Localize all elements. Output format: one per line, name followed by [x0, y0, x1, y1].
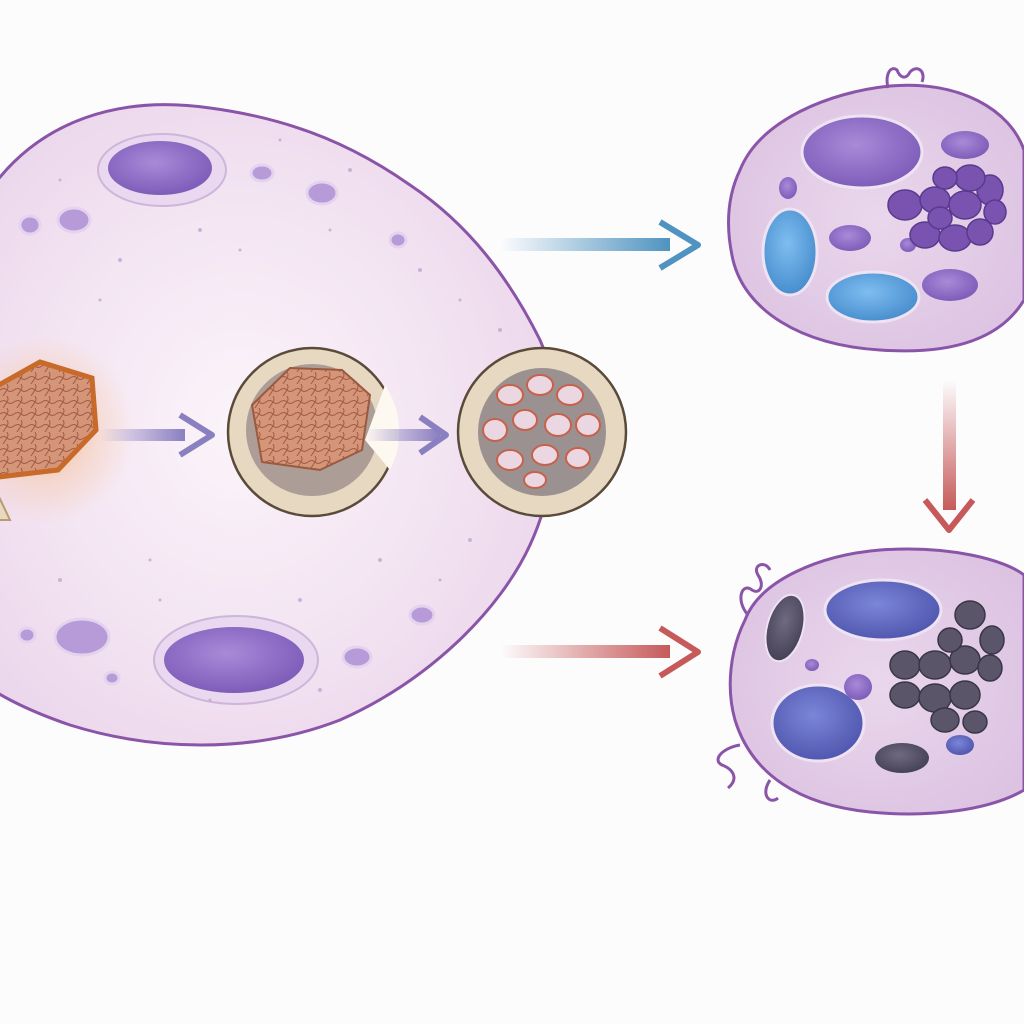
arrow-phagosome-to-phagolysosome [365, 414, 449, 456]
arrow-particle-to-phagosome [100, 412, 215, 458]
arrow-to-lower-cell [500, 625, 701, 679]
nucleus-lower [153, 615, 319, 705]
tissue-fragment-icon [0, 359, 99, 480]
arrow-upper-to-lower-cell [922, 380, 976, 533]
particle-engulfment [0, 335, 135, 525]
phagolysosome-icon [482, 374, 601, 489]
phagolysosome [456, 346, 628, 518]
arrow-to-upper-cell [500, 219, 701, 271]
lower-outcome-cell [716, 547, 1024, 816]
granule-cluster-upper [887, 164, 1007, 252]
granule-cluster-lower [889, 600, 1005, 734]
phagosome [226, 346, 400, 518]
cytoplasm-granules [58, 138, 502, 702]
small-vesicles [17, 163, 436, 686]
upper-outcome-cell [727, 67, 1024, 353]
nucleus-upper [97, 133, 227, 207]
phagosome-icon [250, 366, 372, 472]
large-phagocytic-cell [0, 103, 628, 747]
